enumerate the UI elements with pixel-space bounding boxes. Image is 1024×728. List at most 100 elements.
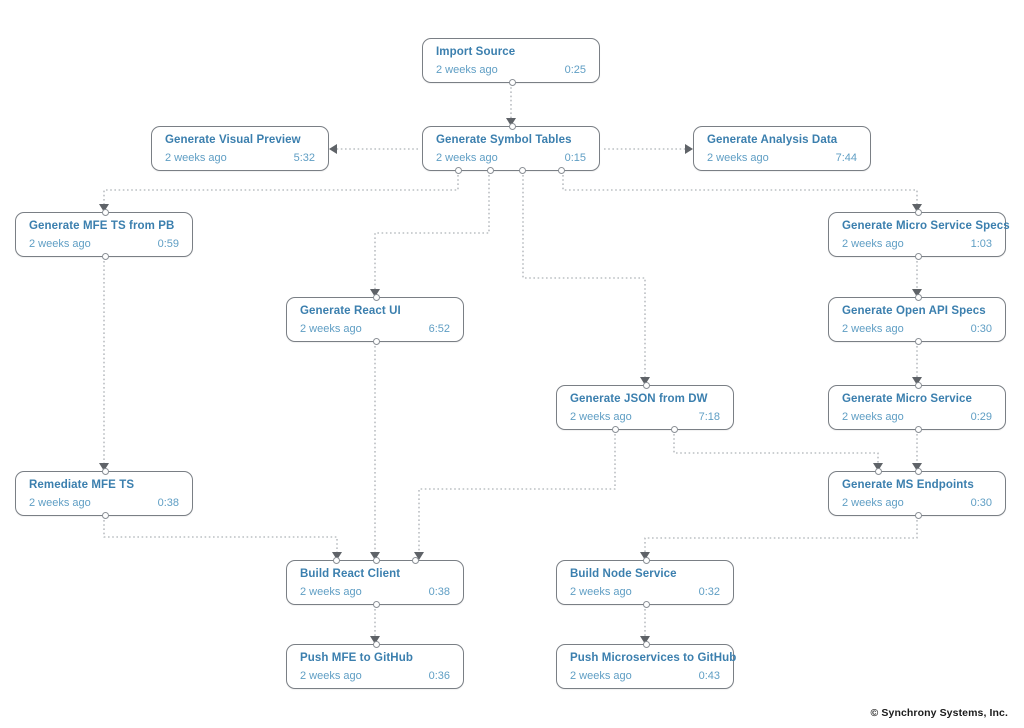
node-duration: 0:29 <box>970 410 992 423</box>
node-meta: 2 weeks ago 0:38 <box>300 585 450 599</box>
node-timestamp: 2 weeks ago <box>570 585 632 598</box>
node-meta: 2 weeks ago 0:38 <box>29 496 179 510</box>
node-timestamp: 2 weeks ago <box>842 322 904 335</box>
edge-generate-open-api-specs-to-generate-micro-service <box>912 346 922 385</box>
node-output-port[interactable] <box>914 338 922 345</box>
node-duration: 5:32 <box>293 151 315 164</box>
node-title: Generate Micro Service Specs <box>842 219 1010 232</box>
node-input-port[interactable] <box>914 209 922 216</box>
node-output-port[interactable] <box>642 601 650 608</box>
node-input-port[interactable] <box>642 382 650 389</box>
node-duration: 0:30 <box>970 496 992 509</box>
edge-generate-ms-endpoints-to-build-node-service <box>640 520 918 560</box>
node-output-port[interactable] <box>455 167 463 174</box>
node-input-port[interactable] <box>372 294 380 301</box>
node-title: Generate Micro Service <box>842 392 973 405</box>
node-meta: 2 weeks ago 0:15 <box>436 151 586 165</box>
node-duration: 0:43 <box>698 669 720 682</box>
edge-remediate-mfe-ts-to-build-react-client <box>103 520 342 560</box>
node-build-node-service[interactable]: Build Node Service 2 weeks ago 0:32 <box>556 557 734 608</box>
node-duration: 0:30 <box>970 322 992 335</box>
node-title: Remediate MFE TS <box>29 478 135 491</box>
node-title: Generate Open API Specs <box>842 304 986 317</box>
node-timestamp: 2 weeks ago <box>436 151 498 164</box>
node-input-port[interactable] <box>508 123 516 130</box>
node-duration: 7:18 <box>698 410 720 423</box>
node-output-port[interactable] <box>372 601 380 608</box>
node-remediate-mfe-ts[interactable]: Remediate MFE TS 2 weeks ago 0:38 <box>15 468 193 519</box>
node-timestamp: 2 weeks ago <box>165 151 227 164</box>
node-input-port[interactable] <box>642 641 650 648</box>
node-title: Generate Analysis Data <box>707 133 838 146</box>
node-meta: 2 weeks ago 0:59 <box>29 237 179 251</box>
node-input-port[interactable] <box>372 557 380 564</box>
node-duration: 0:32 <box>698 585 720 598</box>
node-timestamp: 2 weeks ago <box>29 237 91 250</box>
node-input-port[interactable] <box>411 557 419 564</box>
node-duration: 0:59 <box>157 237 179 250</box>
node-output-port[interactable] <box>914 512 922 519</box>
edge-generate-react-ui-to-build-react-client <box>370 346 380 560</box>
node-input-port[interactable] <box>101 468 109 475</box>
node-timestamp: 2 weeks ago <box>29 496 91 509</box>
node-input-port[interactable] <box>914 382 922 389</box>
node-duration: 0:15 <box>564 151 586 164</box>
node-input-port[interactable] <box>333 557 341 564</box>
node-timestamp: 2 weeks ago <box>842 237 904 250</box>
node-input-port[interactable] <box>101 209 109 216</box>
edge-generate-json-from-dw-to-build-react-client <box>414 434 616 560</box>
node-input-port[interactable] <box>875 468 883 475</box>
node-timestamp: 2 weeks ago <box>300 585 362 598</box>
node-duration: 0:38 <box>428 585 450 598</box>
edge-arrowhead <box>685 144 693 154</box>
node-output-port[interactable] <box>914 426 922 433</box>
node-output-port[interactable] <box>558 167 566 174</box>
node-input-port[interactable] <box>914 294 922 301</box>
node-output-port[interactable] <box>372 338 380 345</box>
node-output-port[interactable] <box>670 426 678 433</box>
node-input-port[interactable] <box>914 468 922 475</box>
node-timestamp: 2 weeks ago <box>300 322 362 335</box>
edge-build-node-service-to-push-microservices-to-github <box>640 609 650 644</box>
node-output-port[interactable] <box>519 167 527 174</box>
node-output-port[interactable] <box>101 512 109 519</box>
node-title: Generate Symbol Tables <box>436 133 572 146</box>
node-generate-open-api-specs[interactable]: Generate Open API Specs 2 weeks ago 0:30 <box>828 294 1006 345</box>
edge-generate-symbol-tables-to-generate-mfe-ts-from-pb <box>99 175 459 212</box>
node-title: Push Microservices to GitHub <box>570 651 737 664</box>
node-output-port[interactable] <box>101 253 109 260</box>
node-title: Build Node Service <box>570 567 677 580</box>
node-generate-symbol-tables[interactable]: Generate Symbol Tables 2 weeks ago 0:15 <box>422 123 600 174</box>
edge-generate-symbol-tables-to-generate-analysis-data <box>604 144 693 154</box>
node-timestamp: 2 weeks ago <box>707 151 769 164</box>
node-output-port[interactable] <box>914 253 922 260</box>
copyright-footer: © Synchrony Systems, Inc. <box>870 707 1008 719</box>
node-timestamp: 2 weeks ago <box>300 669 362 682</box>
node-output-port[interactable] <box>508 79 516 86</box>
node-input-port[interactable] <box>642 557 650 564</box>
node-input-port[interactable] <box>372 641 380 648</box>
edge-generate-json-from-dw-to-generate-ms-endpoints <box>673 434 883 471</box>
node-output-port[interactable] <box>487 167 495 174</box>
node-duration: 0:38 <box>157 496 179 509</box>
node-title: Generate React UI <box>300 304 401 317</box>
node-output-port[interactable] <box>612 426 620 433</box>
